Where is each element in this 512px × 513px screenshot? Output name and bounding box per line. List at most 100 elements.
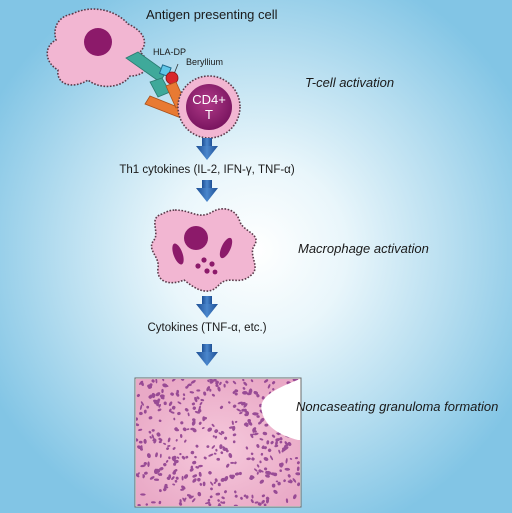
tissue-nucleus	[260, 417, 265, 423]
tissue-nucleus	[190, 450, 195, 455]
tissue-nucleus	[246, 457, 251, 461]
tissue-nucleus	[140, 464, 146, 468]
tissue-nucleus	[174, 479, 178, 483]
tissue-nucleus	[159, 394, 165, 398]
tissue-nucleus	[233, 504, 238, 506]
tissue-nucleus	[202, 416, 207, 421]
macrophage-granules	[195, 257, 218, 275]
tissue-nucleus	[153, 399, 158, 403]
tissue-nucleus	[194, 455, 197, 459]
tissue-nucleus	[182, 427, 187, 432]
tissue-nucleus	[205, 501, 211, 505]
tissue-nucleus	[206, 445, 210, 449]
tissue-nucleus	[196, 389, 201, 392]
tissue-nucleus	[251, 457, 255, 461]
tissue-nucleus	[211, 445, 215, 449]
tissue-nucleus	[243, 494, 247, 497]
tissue-nucleus	[296, 466, 300, 472]
tissue-nucleus	[213, 481, 217, 484]
tissue-nucleus	[175, 439, 178, 442]
tissue-nucleus	[167, 437, 171, 443]
tissue-nucleus	[270, 440, 274, 445]
tissue-nucleus	[179, 452, 182, 456]
tissue-nucleus	[265, 498, 270, 504]
tissue-nucleus	[185, 455, 189, 459]
tissue-nucleus	[261, 499, 265, 504]
tissue-nucleus	[264, 379, 269, 383]
tissue-nucleus	[151, 501, 156, 504]
tissue-nucleus	[211, 393, 215, 397]
tissue-nucleus	[194, 410, 201, 414]
tissue-nucleus	[260, 452, 264, 456]
tissue-nucleus	[256, 415, 260, 418]
tissue-nucleus	[136, 423, 140, 427]
tissue-nucleus	[181, 485, 186, 490]
tissue-nucleus	[166, 447, 170, 450]
macrophage-nucleus	[184, 226, 208, 250]
tissue-nucleus	[213, 379, 217, 382]
tissue-nucleus	[236, 408, 242, 412]
tissue-nucleus	[252, 412, 258, 416]
tissue-nucleus	[160, 396, 164, 400]
tissue-nucleus	[215, 380, 219, 385]
tissue-nucleus	[222, 447, 228, 451]
tissue-nucleus	[220, 501, 224, 504]
tissue-nucleus	[186, 384, 190, 389]
arrow-1	[196, 138, 218, 160]
tissue-nucleus	[140, 493, 146, 496]
tissue-nucleus	[265, 474, 270, 478]
tissue-nucleus	[218, 432, 223, 436]
tissue-nucleus	[198, 464, 203, 468]
tissue-nucleus	[148, 430, 152, 434]
tissue-nucleus	[219, 444, 223, 450]
tissue-nucleus	[283, 479, 286, 483]
tissue-nucleus	[192, 460, 197, 465]
tissue-nucleus	[202, 481, 206, 487]
tissue-nucleus	[209, 379, 213, 382]
tissue-nucleus	[173, 462, 177, 466]
tissue-nucleus	[217, 482, 221, 487]
tissue-nucleus	[234, 420, 238, 423]
tissue-nucleus	[259, 479, 264, 484]
tissue-nucleus	[172, 483, 176, 486]
tissue-nucleus	[163, 487, 167, 492]
tissue-nucleus	[145, 503, 149, 506]
tissue-nucleus	[181, 475, 184, 481]
tissue-nucleus	[258, 421, 262, 425]
tissue-nucleus	[137, 445, 142, 450]
tissue-nucleus	[173, 459, 178, 464]
tissue-nucleus	[179, 434, 183, 438]
tissue-nucleus	[258, 469, 262, 473]
tissue-nucleus	[146, 405, 150, 409]
tissue-nucleus	[177, 401, 182, 405]
tissue-nucleus	[152, 438, 156, 442]
tissue-nucleus	[188, 494, 191, 497]
tissue-nucleus	[158, 437, 163, 442]
tissue-nucleus	[168, 456, 171, 460]
tissue-nucleus	[186, 428, 190, 431]
tissue-nucleus	[228, 401, 231, 404]
tissue-nucleus	[178, 502, 183, 506]
tissue-nucleus	[223, 383, 226, 388]
tissue-nucleus	[153, 468, 158, 474]
tissue-nucleus	[267, 384, 271, 389]
tissue-nucleus	[143, 438, 147, 444]
tissue-nucleus	[168, 401, 173, 407]
tissue-nucleus	[159, 467, 164, 471]
tissue-nucleus	[256, 471, 259, 475]
tissue-nucleus	[234, 389, 239, 393]
tissue-nucleus	[210, 487, 213, 491]
tissue-nucleus	[250, 433, 254, 439]
tissue-nucleus	[253, 432, 259, 436]
tissue-nucleus	[153, 478, 160, 481]
tissue-nucleus	[187, 412, 190, 417]
tissue-nucleus	[232, 425, 236, 431]
tissue-nucleus	[189, 391, 195, 394]
tissue-nucleus	[263, 457, 269, 461]
tissue-nucleus	[170, 392, 174, 396]
tissue-nucleus	[190, 427, 195, 431]
tissue-nucleus	[163, 401, 167, 406]
tissue-nucleus	[171, 476, 175, 480]
tissue-nucleus	[173, 469, 178, 473]
cd4-label-line1: CD4+	[192, 92, 226, 107]
